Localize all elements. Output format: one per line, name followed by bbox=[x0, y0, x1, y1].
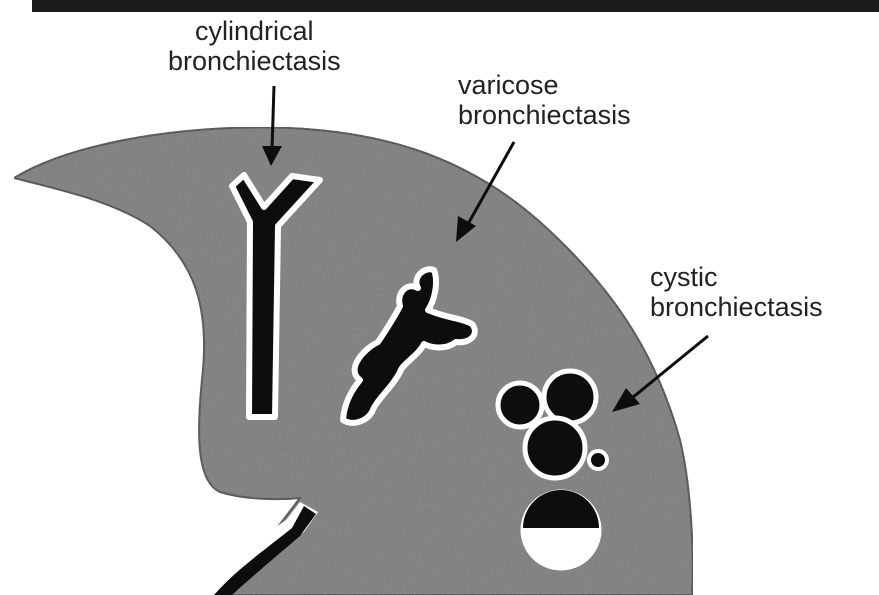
label-cystic-line1: cystic bbox=[650, 262, 823, 292]
label-varicose-line2: bronchiectasis bbox=[458, 100, 631, 130]
cyst-2 bbox=[544, 371, 596, 423]
label-varicose-line1: varicose bbox=[458, 70, 631, 100]
cyst-small bbox=[589, 451, 607, 469]
cyst-1 bbox=[498, 383, 542, 427]
label-cylindrical-line1: cylindrical bbox=[168, 16, 341, 46]
top-bar bbox=[32, 0, 879, 12]
label-cystic-line2: bronchiectasis bbox=[650, 292, 823, 322]
label-varicose-bronchiectasis: varicose bronchiectasis bbox=[458, 70, 631, 130]
cyst-3 bbox=[525, 418, 585, 478]
label-cylindrical-line2: bronchiectasis bbox=[168, 46, 341, 76]
label-cylindrical-bronchiectasis: cylindrical bronchiectasis bbox=[168, 16, 341, 76]
label-cystic-bronchiectasis: cystic bronchiectasis bbox=[650, 262, 823, 322]
